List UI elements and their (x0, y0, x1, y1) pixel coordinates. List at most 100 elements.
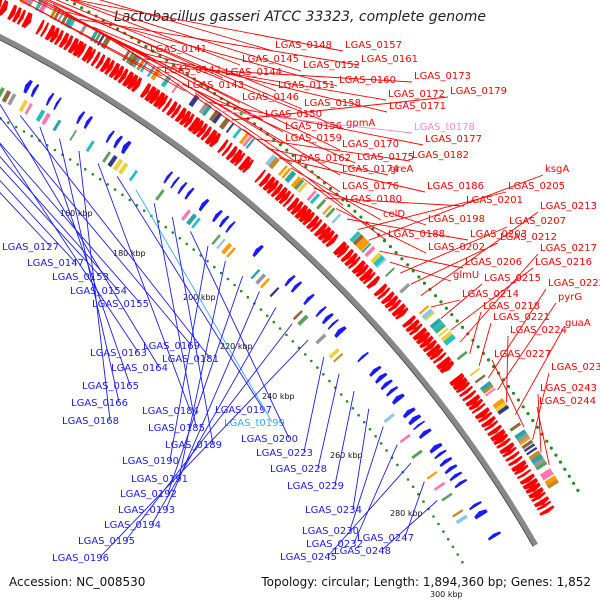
gene-label: LGAS_0173 (414, 71, 471, 82)
gc-skew-inner-dot (69, 158, 72, 161)
gene-label: LGAS_0248 (334, 546, 391, 557)
gc-skew-dot (445, 307, 448, 310)
gc-skew-inner-dot (179, 237, 182, 240)
category-block (331, 213, 341, 223)
gene-leader-line (390, 262, 451, 281)
gc-skew-dot (389, 245, 392, 248)
gene-label: LGAS_0202 (428, 242, 485, 253)
gc-skew-inner-dot (143, 209, 146, 212)
gc-skew-inner-dot (84, 168, 87, 171)
gc-skew-dot (526, 412, 529, 415)
gc-skew-inner-dot (279, 327, 282, 330)
reverse-category-block (456, 515, 468, 525)
gc-skew-inner-dot (346, 400, 349, 403)
reverse-gene-arrow (303, 294, 314, 305)
gc-skew-dot (400, 257, 403, 260)
reverse-gene-arrow (121, 141, 132, 154)
reverse-gene-arrow (291, 281, 302, 293)
reverse-gene-arrow (334, 326, 346, 338)
gene-leader-line (60, 139, 120, 402)
gene-label: LGAS_0206 (465, 257, 522, 268)
gc-skew-dot (285, 149, 288, 152)
reverse-category-block (315, 334, 326, 345)
gc-skew-inner-dot (227, 278, 230, 281)
gene-leader-line (0, 104, 159, 367)
gene-label: LGAS_0198 (428, 214, 485, 225)
gc-skew-dot (456, 319, 459, 322)
gene-label: LGAS_0151 (278, 80, 335, 91)
reverse-gene-arrow (84, 116, 93, 129)
gc-skew-inner-dot (357, 414, 360, 417)
gene-label: LGAS_0127 (2, 242, 59, 253)
category-block (457, 351, 468, 361)
gc-skew-dot (461, 326, 464, 329)
gc-skew-dot (517, 398, 520, 401)
gene-label: LGAS_0148 (275, 40, 332, 51)
gc-skew-dot (73, 2, 76, 5)
reverse-category-block (293, 310, 303, 320)
reverse-category-block (53, 120, 62, 132)
gene-leader-line (0, 37, 50, 246)
reverse-gene-arrow (76, 111, 85, 124)
gc-skew-inner-dot (15, 126, 18, 129)
reverse-category-block (269, 287, 279, 297)
gc-skew-inner-dot (363, 421, 366, 424)
gc-skew-inner-dot (340, 393, 343, 396)
category-block (219, 117, 230, 129)
gene-label: LGAS_0179 (450, 86, 507, 97)
gc-skew-dot (576, 489, 579, 492)
category-block (475, 374, 486, 383)
gene-label: LGAS_0212 (500, 232, 557, 243)
gene-leader-line (335, 391, 354, 485)
reverse-category-block (411, 450, 422, 460)
gc-skew-inner-dot (99, 178, 102, 181)
gc-skew-dot (406, 263, 409, 266)
reverse-category-block (384, 413, 395, 423)
gc-skew-inner-dot (7, 121, 10, 124)
reverse-gene-arrow (488, 531, 501, 540)
gc-skew-dot (423, 282, 426, 285)
gc-skew-dot (359, 216, 362, 219)
gene-label: LGAS_t0199 (224, 418, 285, 429)
gc-skew-dot (563, 468, 566, 471)
reverse-gene-arrow (419, 428, 432, 439)
gene-label: LGAS_0157 (345, 40, 402, 51)
gc-skew-inner-dot (31, 135, 34, 138)
gene-label: LGAS_0194 (104, 520, 161, 531)
gene-label: LGAS_0163 (90, 348, 147, 359)
reverse-category-block (250, 269, 260, 279)
reverse-gene-arrow (392, 394, 405, 405)
gc-skew-inner-dot (128, 199, 131, 202)
gc-skew-inner-dot (447, 538, 450, 541)
gc-skew-dot (439, 300, 442, 303)
gc-skew-inner-dot (396, 464, 399, 467)
gc-skew-dot (522, 405, 525, 408)
gc-skew-dot (434, 294, 437, 297)
reverse-gene-arrow (170, 177, 180, 189)
gc-skew-inner-dot (186, 243, 189, 246)
gc-skew-inner-dot (374, 435, 377, 438)
reverse-category-block (211, 234, 221, 245)
gc-skew-inner-dot (247, 296, 250, 299)
category-block (385, 267, 395, 277)
reverse-gene-arrow (403, 407, 416, 418)
reverse-gene-arrow (445, 464, 458, 474)
gc-skew-inner-dot (240, 290, 243, 293)
reverse-gene-arrow (450, 472, 463, 482)
gc-skew-inner-dot (233, 284, 236, 287)
reverse-category-block (69, 130, 77, 141)
gc-skew-inner-dot (106, 183, 109, 186)
gc-skew-dot (80, 6, 83, 9)
reverse-category-block (441, 493, 452, 502)
gc-skew-inner-dot (164, 226, 167, 229)
top-gene-labels: LGAS_0141LGAS_0142LGAS_0143LGAS_0144LGAS… (0, 0, 600, 465)
gene-label: LGAS_0168 (62, 416, 119, 427)
gc-skew-inner-dot (92, 173, 95, 176)
gc-skew-inner-dot (273, 321, 276, 324)
accession-label: Accession: NC_008530 (9, 575, 145, 589)
reverse-category-block (427, 471, 438, 480)
gene-leader-line (304, 357, 324, 452)
tick-label: 300 kbp (430, 590, 463, 599)
gc-skew-inner-dot (322, 373, 325, 376)
